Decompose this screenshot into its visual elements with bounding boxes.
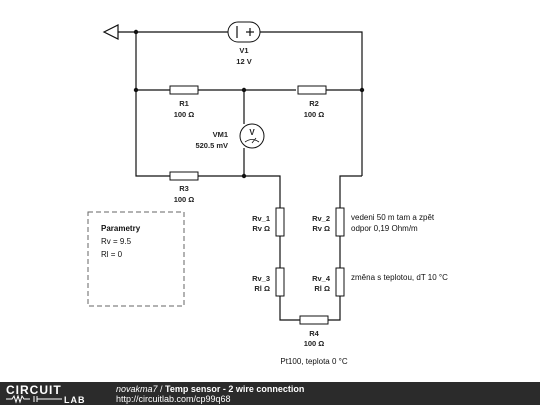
r4-name: R4 [309,329,319,338]
r2-resistor[interactable] [297,85,327,95]
v1-source[interactable] [227,21,261,43]
r4-resistor[interactable] [299,315,329,325]
r1-resistor[interactable] [169,85,199,95]
wire-note-line1: vedeni 50 m tam a zpět [351,213,435,222]
v1-name: V1 [239,46,248,55]
parameters-title: Parametry [101,224,141,233]
footer-bar: CIRCUIT LAB novakma7 / Temp sensor - 2 w… [0,382,540,405]
vm1-value: 520.5 mV [195,141,228,150]
rv4-value: Rl Ω [314,284,330,293]
rv1-resistor[interactable] [275,207,285,237]
rv4-name: Rv_4 [312,274,331,283]
voltmeter-symbol: V [249,128,255,137]
r1-name: R1 [179,99,189,108]
rv1-name: Rv_1 [252,214,270,223]
rv4-resistor[interactable] [335,267,345,297]
rv2-resistor[interactable] [335,207,345,237]
author-link[interactable]: novakma7 [116,384,158,394]
rv1-value: Rv Ω [252,224,270,233]
temp-change-note: změna s teplotou, dT 10 °C [351,273,448,282]
ground-icon [102,24,119,40]
circuitlab-logo[interactable]: CIRCUIT LAB [6,383,114,404]
vm1-voltmeter[interactable]: V [239,123,265,149]
r3-value: 100 Ω [174,195,195,204]
schematic-url[interactable]: http://circuitlab.com/cp99q68 [116,394,231,404]
title-separator: / [157,384,166,394]
parameter-rl: Rl = 0 [101,250,123,259]
wires [118,31,363,321]
r2-value: 100 Ω [304,110,325,119]
schematic-title-line: novakma7 / Temp sensor - 2 wire connecti… [116,384,304,394]
parameters-box[interactable] [87,211,185,307]
junctions [133,29,365,179]
rv2-value: Rv Ω [312,224,330,233]
circuit-schematic: V1 12 V R1 100 Ω R2 100 Ω V VM1 520.5 mV… [87,21,448,366]
r3-name: R3 [179,184,189,193]
r2-name: R2 [309,99,319,108]
rv3-name: Rv_3 [252,274,270,283]
v1-value: 12 V [236,57,251,66]
rv2-name: Rv_2 [312,214,330,223]
rv3-value: Rl Ω [254,284,270,293]
rv3-resistor[interactable] [275,267,285,297]
r4-value: 100 Ω [304,339,325,348]
vm1-name: VM1 [213,130,228,139]
r3-resistor[interactable] [169,171,199,181]
parameter-rv: Rv = 9.5 [101,237,132,246]
wire-note-line2: odpor 0,19 Ohm/m [351,224,418,233]
r1-value: 100 Ω [174,110,195,119]
logo-top-text: CIRCUIT [6,383,62,397]
project-title: Temp sensor - 2 wire connection [165,384,305,394]
logo-bottom-text: LAB [64,395,86,404]
pt100-note: Pt100, teplota 0 °C [280,357,347,366]
